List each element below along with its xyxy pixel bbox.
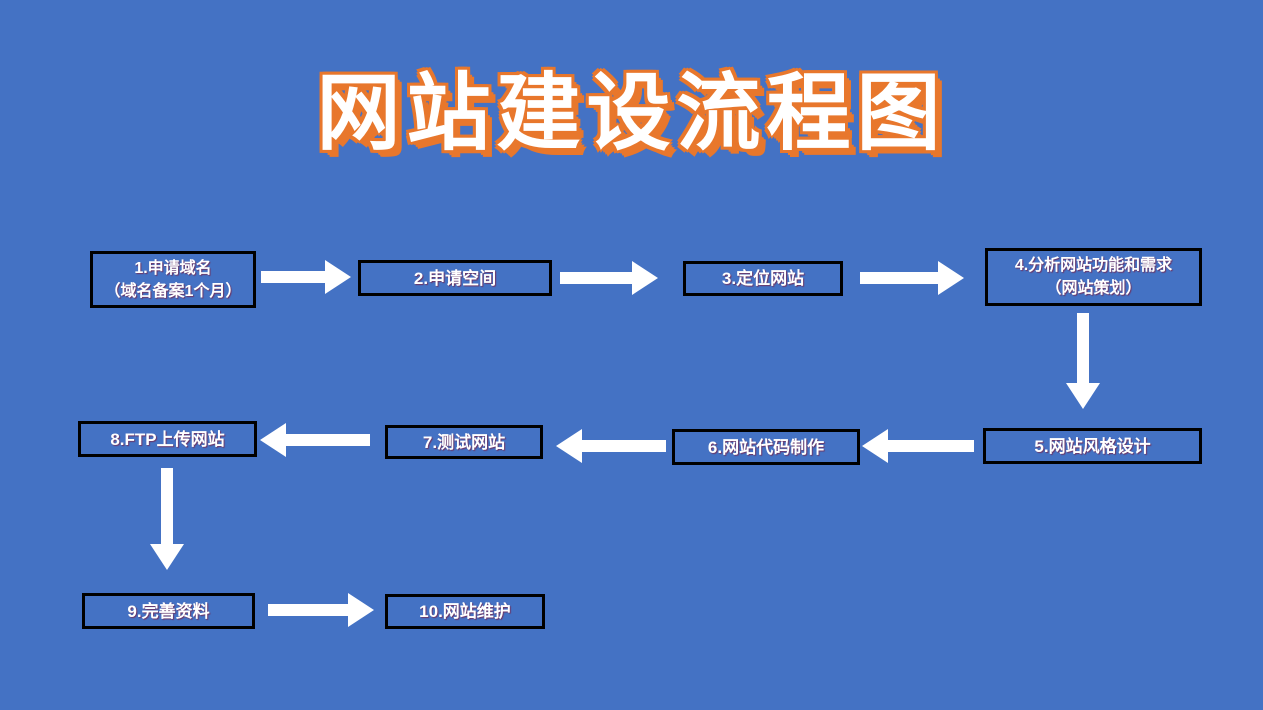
- flow-node-4-analyze-requirements: 4.分析网站功能和需求 （网站策划）: [985, 248, 1202, 306]
- arrow-right-9-to-10-icon: [268, 593, 374, 627]
- page-title: 网站建设流程图: [316, 63, 947, 162]
- flow-node-2-apply-space: 2.申请空间: [358, 260, 552, 296]
- flow-node-9-complete-info: 9.完善资料: [82, 593, 255, 629]
- arrow-down-8-to-9-icon: [150, 468, 184, 570]
- flow-node-1-apply-domain: 1.申请域名 （域名备案1个月）: [90, 251, 256, 308]
- flow-node-5-style-design: 5.网站风格设计: [983, 428, 1202, 464]
- node-label: 3.定位网站: [721, 269, 805, 288]
- arrow-right-3-to-4-icon: [860, 261, 964, 295]
- arrow-left-6-to-7-icon: [556, 429, 666, 463]
- flow-node-6-code-production: 6.网站代码制作: [672, 429, 860, 465]
- flow-node-8-ftp-upload: 8.FTP上传网站: [78, 421, 257, 457]
- node-label: 9.完善资料: [127, 601, 210, 621]
- node-label: 5.网站风格设计: [1034, 436, 1151, 456]
- node-label: 10.网站维护: [419, 602, 511, 621]
- node-label: 6.网站代码制作: [707, 437, 825, 457]
- arrow-left-7-to-8-icon: [260, 423, 370, 457]
- node-label: 1.申请域名: [134, 259, 212, 277]
- node-label: 4.分析网站功能和需求: [1014, 257, 1173, 274]
- arrow-left-5-to-6-icon: [862, 429, 974, 463]
- arrow-right-2-to-3-icon: [560, 261, 658, 295]
- flow-node-3-position-site: 3.定位网站: [683, 261, 843, 296]
- node-label: 8.FTP上传网站: [110, 429, 225, 449]
- node-label: 7.测试网站: [422, 432, 506, 452]
- arrow-down-4-to-5-icon: [1066, 313, 1100, 409]
- node-label: 2.申请空间: [413, 268, 497, 288]
- node-sublabel: （域名备案1个月）: [104, 282, 242, 300]
- arrow-right-1-to-2-icon: [261, 260, 351, 294]
- flow-node-7-test-site: 7.测试网站: [385, 425, 543, 459]
- flow-node-10-site-maintenance: 10.网站维护: [385, 594, 545, 629]
- node-sublabel: （网站策划）: [1045, 280, 1142, 297]
